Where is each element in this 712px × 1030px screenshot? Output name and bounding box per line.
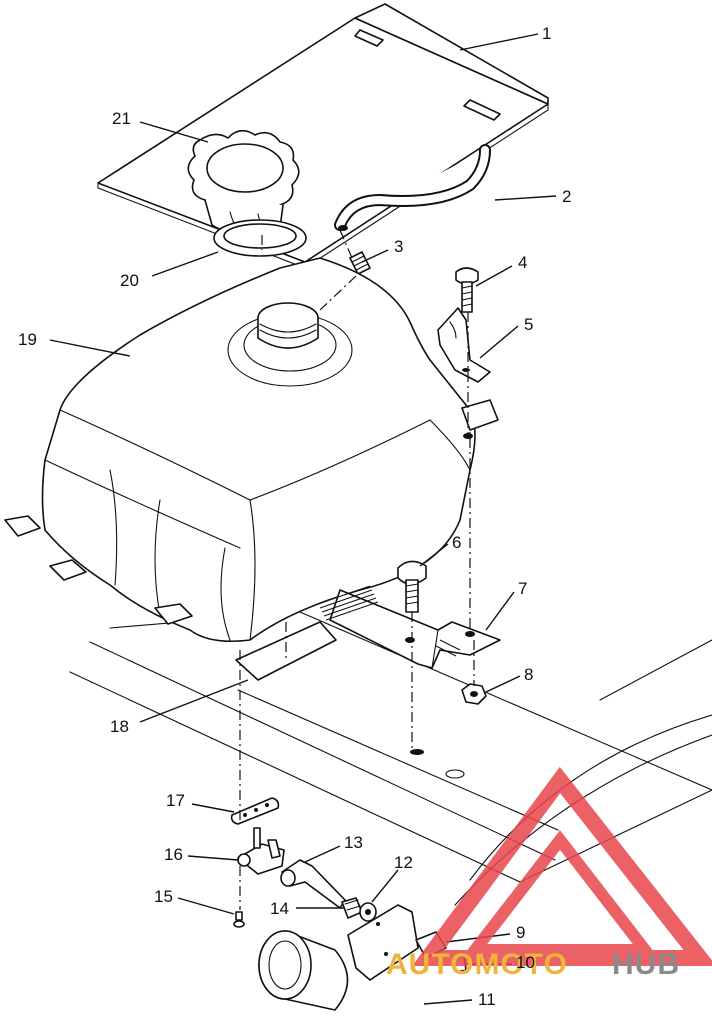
part-13-fuel-line (280, 859, 346, 909)
part-11-bracket-plate (347, 904, 419, 981)
callout-20: 20 (120, 271, 139, 290)
callout-11: 11 (478, 990, 496, 1009)
callout-5: 5 (524, 315, 533, 334)
part-19-fuel-tank (4, 257, 499, 643)
part-14-clamp (341, 897, 363, 919)
callout-21: 21 (112, 109, 131, 128)
callout-14: 14 (270, 899, 289, 918)
callout-1: 1 (542, 24, 551, 43)
part-12-washer (359, 902, 377, 922)
callout-19: 19 (18, 330, 37, 349)
callout-16: 16 (164, 845, 183, 864)
leader-lines (49, 33, 557, 1005)
callout-labels: 1 2 3 4 5 6 7 8 9 10 11 12 13 14 15 16 1… (18, 24, 571, 1009)
part-4-bolt (455, 267, 479, 313)
part-3-vent-fitting (349, 251, 371, 275)
watermark-logo (412, 766, 712, 966)
callout-15: 15 (154, 887, 173, 906)
callout-13: 13 (344, 833, 363, 852)
part-15-screw (233, 911, 245, 928)
part-2-vent-hose (334, 144, 491, 231)
callout-6: 6 (452, 533, 461, 552)
watermark-text: AUTOMOTO HUB (386, 948, 680, 981)
part-8-nut (461, 683, 487, 705)
hole-marker (463, 433, 473, 439)
part-5-bracket (437, 307, 491, 383)
watermark-text-left: AUTOMOTO (386, 948, 568, 981)
part-16-fuel-valve (237, 827, 285, 875)
callout-17: 17 (166, 791, 185, 810)
part-20-cap-gasket (213, 219, 307, 257)
callout-12: 12 (394, 853, 413, 872)
centerlines (239, 229, 475, 910)
part-7-mount-bracket (317, 585, 501, 669)
callout-3: 3 (394, 237, 403, 256)
watermark-text-right: HUB (612, 948, 680, 981)
callout-9: 9 (516, 923, 525, 942)
callout-8: 8 (524, 665, 533, 684)
callout-10: 10 (516, 953, 535, 972)
part-1-seat-plate (97, 3, 549, 269)
callout-4: 4 (518, 253, 527, 272)
callout-2: 2 (562, 187, 571, 206)
callout-18: 18 (110, 717, 129, 736)
part-17-plate (230, 797, 280, 825)
carburetor-intake (258, 930, 349, 1011)
part-6-bolt (397, 560, 427, 613)
callout-7: 7 (518, 579, 527, 598)
